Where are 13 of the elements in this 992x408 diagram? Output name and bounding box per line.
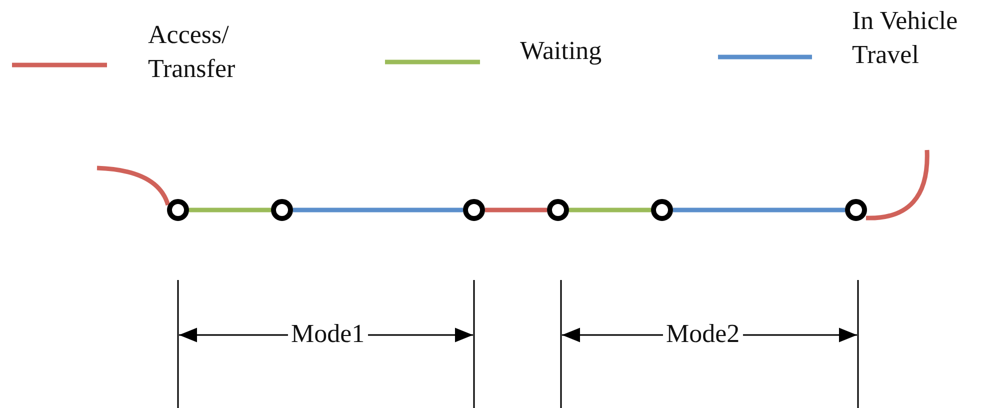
stop-circle (167, 199, 189, 221)
route-segment (866, 150, 930, 220)
stop-circle (271, 199, 293, 221)
stop-circle (845, 199, 867, 221)
route-segment (569, 208, 651, 212)
stop-circle (463, 199, 485, 221)
route-segment (485, 208, 547, 212)
route-segment (673, 208, 845, 212)
route-segment (96, 166, 170, 206)
route-segment (189, 208, 271, 212)
stop-circle (547, 199, 569, 221)
stop-circle (651, 199, 673, 221)
route-segment (293, 208, 463, 212)
